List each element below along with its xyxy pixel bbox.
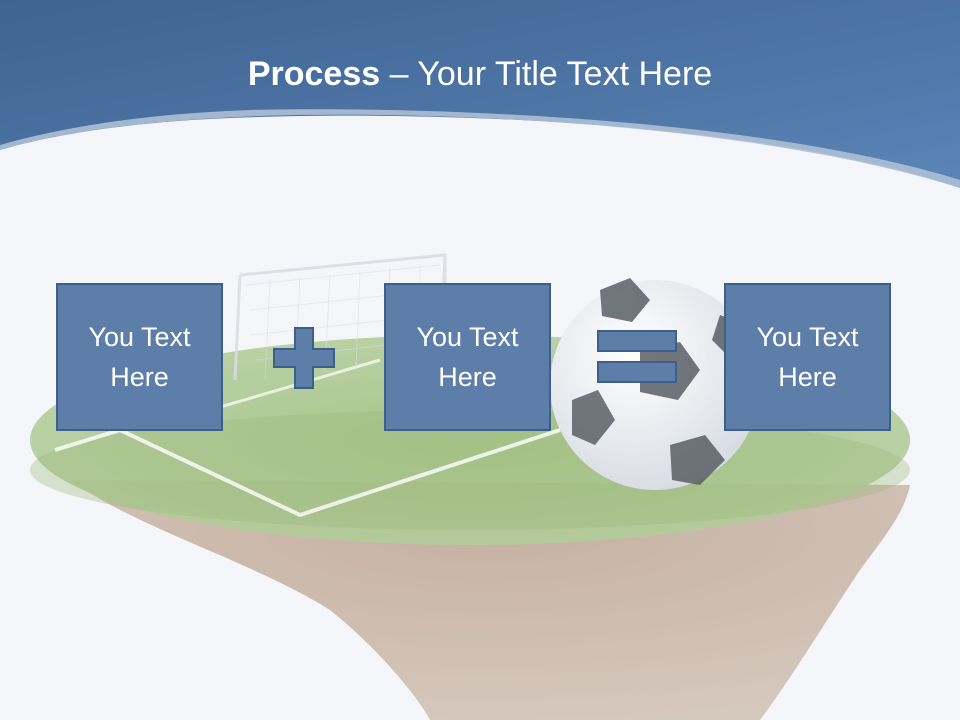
- title-bold: Process: [247, 55, 381, 93]
- header-band: [0, 0, 960, 188]
- process-box-2-label: You Text Here: [416, 322, 519, 392]
- slide-title: Process – Your Title Text Here: [0, 52, 960, 96]
- process-box-2[interactable]: You Text Here: [384, 283, 551, 431]
- equals-icon: [597, 330, 677, 383]
- process-box-1[interactable]: You Text Here: [56, 283, 223, 431]
- process-box-3-label: You Text Here: [756, 322, 859, 392]
- title-rest: – Your Title Text Here: [380, 55, 713, 93]
- process-box-3[interactable]: You Text Here: [724, 283, 891, 431]
- process-box-1-label: You Text Here: [88, 322, 191, 392]
- plus-icon: [273, 327, 335, 389]
